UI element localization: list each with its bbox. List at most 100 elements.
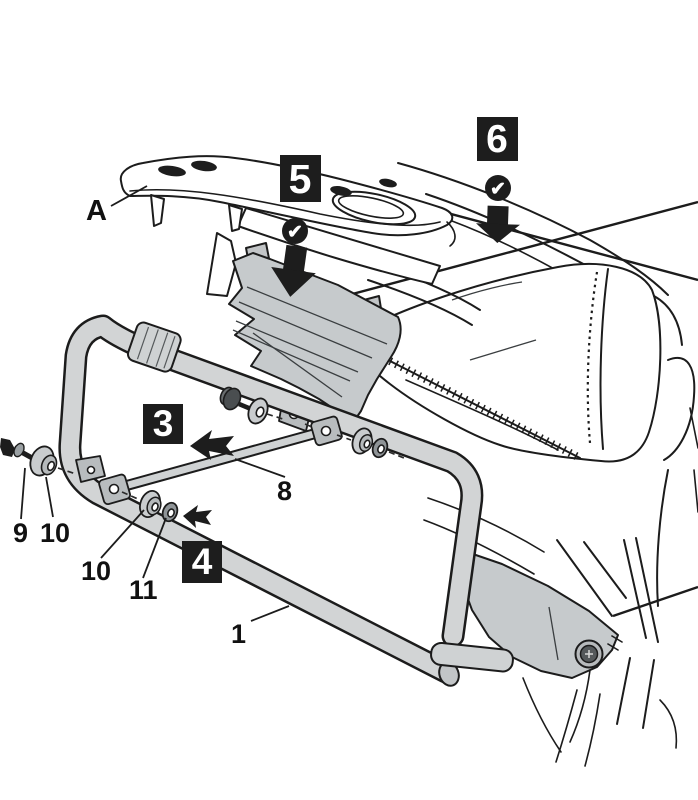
part-label-1: 1 <box>231 619 246 649</box>
subframe-rail-2 <box>583 541 627 599</box>
part-label-8: 8 <box>277 476 292 506</box>
side-case-frame <box>58 314 514 687</box>
step-4-badge <box>182 541 222 583</box>
rack-rear-hook <box>446 221 456 247</box>
rack-front-fin <box>206 232 237 297</box>
panel-line-3 <box>616 657 631 725</box>
step-5-number: 5 <box>289 156 312 202</box>
check-icon: ✔ <box>287 222 303 243</box>
frame-adjuster-knob <box>126 321 182 373</box>
step-6-number: 6 <box>486 118 508 161</box>
plate-flange-1 <box>235 320 359 373</box>
nut-11-hole <box>167 508 175 518</box>
check-icon: ✔ <box>490 179 506 200</box>
stay-rod <box>98 415 343 506</box>
leader-10-rear <box>100 509 145 559</box>
grab-rail-bottom <box>367 279 473 326</box>
seat-edge-line <box>599 268 609 450</box>
motorcycle-body <box>351 162 698 767</box>
subframe-rail-1 <box>556 539 613 617</box>
lower-panel-2 <box>423 519 535 575</box>
rack-inner-edge <box>129 188 441 227</box>
push-arrow-icon <box>183 505 212 528</box>
down-arrow-shaft <box>486 205 509 227</box>
part-label-10-front: 10 <box>40 518 70 548</box>
tail-top-edge <box>397 162 669 296</box>
cowl-edge-1 <box>689 407 698 449</box>
rack-slot-2 <box>191 160 217 172</box>
rod-upper-hole <box>320 425 332 437</box>
leader-10-front <box>45 476 54 518</box>
axis-dash-3 <box>266 413 284 420</box>
check-circle-5 <box>282 218 308 244</box>
part-label-10-rear: 10 <box>81 556 111 586</box>
washer-10-front-hole <box>46 460 56 472</box>
fasteners <box>0 386 405 523</box>
seat-stitch-line <box>586 271 599 444</box>
leader-1 <box>250 605 290 622</box>
part-label-a: A <box>86 195 107 227</box>
seat <box>351 263 662 463</box>
rear-nut-hole <box>377 444 385 454</box>
frame-rear-strap <box>430 641 514 673</box>
luggage-rack <box>119 155 456 297</box>
subframe-line <box>405 379 559 451</box>
rear-bracket <box>460 551 623 753</box>
mounting-plate-body <box>228 252 402 425</box>
panel-line-6 <box>584 693 601 767</box>
rod-body <box>110 426 332 493</box>
seat-crease <box>469 339 537 361</box>
leader-9 <box>20 467 26 520</box>
down-arrow-head <box>271 266 316 297</box>
panel-line-2 <box>635 537 659 643</box>
axis-dash-2 <box>121 491 139 500</box>
rack-foot-1 <box>150 194 165 227</box>
step-4-number: 4 <box>192 541 213 582</box>
bracket-hook-2 <box>569 669 591 743</box>
rack-slot-3 <box>330 186 352 196</box>
leader-a <box>110 185 148 207</box>
step-5-badge <box>280 155 321 202</box>
check-circle-6 <box>485 175 511 201</box>
frame-strap-plate <box>430 641 514 673</box>
rack-foot-2 <box>228 204 243 232</box>
panel-line-5 <box>555 689 578 763</box>
washer-10-rear-hole <box>151 502 159 512</box>
rack-slot-4 <box>379 178 397 188</box>
down-arrow-shaft <box>282 244 308 274</box>
bolt-9-collar <box>13 442 25 458</box>
seat-piping <box>389 360 581 459</box>
plate-flange-2 <box>232 329 351 382</box>
leader-to-rear-bracket <box>612 585 698 618</box>
bolt-cross-slot <box>585 650 593 658</box>
bracket-hook-1 <box>522 677 562 753</box>
tail-mid-edge <box>425 193 601 274</box>
upper-washer-hole <box>255 406 265 418</box>
leader-11 <box>142 517 167 579</box>
panel-line-7 <box>659 699 678 749</box>
frame-tube <box>60 317 481 681</box>
push-arrow-icon <box>190 430 234 460</box>
bolt-9-head <box>0 438 15 457</box>
rear-washer-hole <box>363 439 371 449</box>
annotations: 5 ✔ 6 ✔ 3 4 A 9 10 10 11 8 <box>13 117 520 649</box>
axis-dash-6 <box>388 451 405 459</box>
plate-crease-3 <box>252 332 343 398</box>
rod-lower-hole <box>108 483 120 495</box>
cowl-top <box>653 295 683 346</box>
down-arrow-head <box>476 223 520 243</box>
down-arrow-icon <box>476 205 520 243</box>
rack-large-slot <box>331 190 417 226</box>
cowl-side <box>656 469 669 607</box>
upper-bolt-head <box>222 387 242 411</box>
step-3-badge <box>143 404 183 444</box>
panel-line-1 <box>623 539 647 639</box>
part-label-11: 11 <box>129 575 158 605</box>
lower-panel-1 <box>427 497 545 553</box>
plate-crease-1 <box>246 286 388 345</box>
frame-tab-hole <box>86 465 96 475</box>
rear-bracket-crease <box>548 606 559 661</box>
plate-crease-2 <box>238 301 373 359</box>
